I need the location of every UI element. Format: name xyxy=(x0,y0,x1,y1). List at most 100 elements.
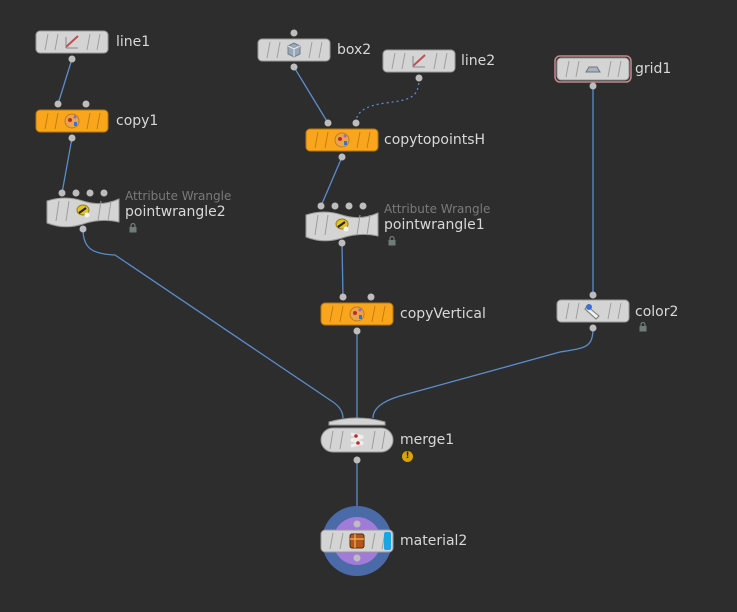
node-stripe xyxy=(401,52,406,70)
node-stripe xyxy=(339,532,344,550)
input-connector[interactable] xyxy=(367,293,375,301)
node-stripe xyxy=(96,33,101,51)
input-connector[interactable] xyxy=(331,202,339,210)
node-color2[interactable] xyxy=(556,291,630,332)
wire-pointwrangle2-to-merge1[interactable] xyxy=(82,228,344,419)
wire-box2-to-copytopointsH[interactable] xyxy=(293,66,329,124)
node-stripe xyxy=(314,131,319,149)
node-copytopointsH[interactable] xyxy=(305,119,379,161)
node-line2[interactable] xyxy=(382,49,456,82)
node-stripe xyxy=(266,41,271,59)
node-stripe xyxy=(314,214,319,236)
node-stripe xyxy=(381,430,386,450)
input-connector[interactable] xyxy=(54,100,62,108)
copytopoints-icon xyxy=(334,132,350,148)
node-line1[interactable] xyxy=(35,30,109,63)
display-flag[interactable] xyxy=(384,532,391,550)
node-stripe xyxy=(65,200,70,222)
node-stripe xyxy=(324,214,329,236)
node-material2[interactable] xyxy=(320,520,394,562)
node-merge1[interactable] xyxy=(320,417,394,464)
node-stripe xyxy=(44,112,49,130)
input-connector[interactable] xyxy=(290,29,298,37)
output-connector[interactable] xyxy=(290,63,298,71)
wrangle-icon xyxy=(335,218,349,232)
node-stripe xyxy=(371,430,376,450)
input-connector[interactable] xyxy=(58,189,66,197)
node-stripe xyxy=(617,302,622,320)
node-label-merge1[interactable]: merge1 xyxy=(400,432,455,448)
node-stripe xyxy=(565,302,570,320)
wire-line1-to-copy1[interactable] xyxy=(57,58,73,105)
input-connector[interactable] xyxy=(72,189,80,197)
node-label-grid1[interactable]: grid1 xyxy=(635,61,672,77)
node-stripe xyxy=(329,532,334,550)
node-pointwrangle2[interactable] xyxy=(46,189,120,233)
node-stripe xyxy=(366,214,371,236)
merge-input-bar[interactable] xyxy=(328,417,386,426)
wire-color2-to-merge1[interactable] xyxy=(372,327,594,419)
node-label-pointwrangle2[interactable]: pointwrangle2 xyxy=(125,204,226,220)
node-label-box2[interactable]: box2 xyxy=(337,42,372,58)
node-stripe xyxy=(308,41,313,59)
output-connector[interactable] xyxy=(338,153,346,161)
node-stripe xyxy=(356,214,361,236)
input-connector[interactable] xyxy=(339,293,347,301)
wire-copytopointsH-to-pointwrangle1[interactable] xyxy=(320,156,343,207)
output-connector[interactable] xyxy=(589,82,597,90)
output-connector[interactable] xyxy=(68,134,76,142)
input-connector[interactable] xyxy=(345,202,353,210)
output-connector[interactable] xyxy=(68,55,76,63)
lock-icon[interactable] xyxy=(388,236,396,246)
node-stripe xyxy=(433,52,438,70)
wire-copy1-to-pointwrangle2[interactable] xyxy=(61,137,73,194)
node-stripe xyxy=(575,302,580,320)
input-connector[interactable] xyxy=(589,291,597,299)
box-icon xyxy=(287,42,301,58)
input-connector[interactable] xyxy=(317,202,325,210)
input-connector[interactable] xyxy=(352,119,360,127)
node-stripe xyxy=(607,302,612,320)
output-connector[interactable] xyxy=(589,324,597,332)
line-icon xyxy=(412,54,426,68)
output-connector[interactable] xyxy=(338,239,346,247)
node-pointwrangle1[interactable] xyxy=(305,202,379,247)
lock-icon[interactable] xyxy=(129,223,137,233)
node-stripe xyxy=(97,200,102,222)
node-stripe xyxy=(96,112,101,130)
node-label-copytopointsH[interactable]: copytopointsH xyxy=(384,132,486,148)
lock-icon[interactable] xyxy=(639,322,647,332)
node-stripe xyxy=(55,200,60,222)
node-label-line1[interactable]: line1 xyxy=(116,34,151,50)
node-copy1[interactable] xyxy=(35,100,109,142)
input-connector[interactable] xyxy=(324,119,332,127)
wire-line2-to-copytopointsH[interactable] xyxy=(355,77,420,124)
node-label-pointwrangle1[interactable]: pointwrangle1 xyxy=(384,217,485,233)
node-label-material2[interactable]: material2 xyxy=(400,533,468,549)
node-label-line2[interactable]: line2 xyxy=(461,53,496,69)
wire-pointwrangle1-to-copyVertical[interactable] xyxy=(341,242,344,298)
input-connector[interactable] xyxy=(359,202,367,210)
node-label-copy1[interactable]: copy1 xyxy=(116,113,159,129)
output-connector[interactable] xyxy=(415,74,423,82)
node-stripe xyxy=(86,33,91,51)
warning-icon[interactable]: ! xyxy=(402,451,413,462)
output-connector[interactable] xyxy=(79,225,87,233)
node-stripe xyxy=(54,112,59,130)
node-box2[interactable] xyxy=(257,29,331,71)
node-copyVertical[interactable] xyxy=(320,293,394,335)
output-connector[interactable] xyxy=(353,554,361,562)
input-connector[interactable] xyxy=(353,520,361,528)
node-stripe xyxy=(371,305,376,323)
node-label-color2[interactable]: color2 xyxy=(635,304,679,320)
input-connector[interactable] xyxy=(86,189,94,197)
copy-icon xyxy=(64,113,80,129)
node-stripe xyxy=(356,131,361,149)
input-connector[interactable] xyxy=(100,189,108,197)
node-grid1[interactable] xyxy=(554,55,632,90)
output-connector[interactable] xyxy=(353,456,361,464)
node-label-copyVertical[interactable]: copyVertical xyxy=(400,306,486,322)
input-connector[interactable] xyxy=(82,100,90,108)
output-connector[interactable] xyxy=(353,327,361,335)
